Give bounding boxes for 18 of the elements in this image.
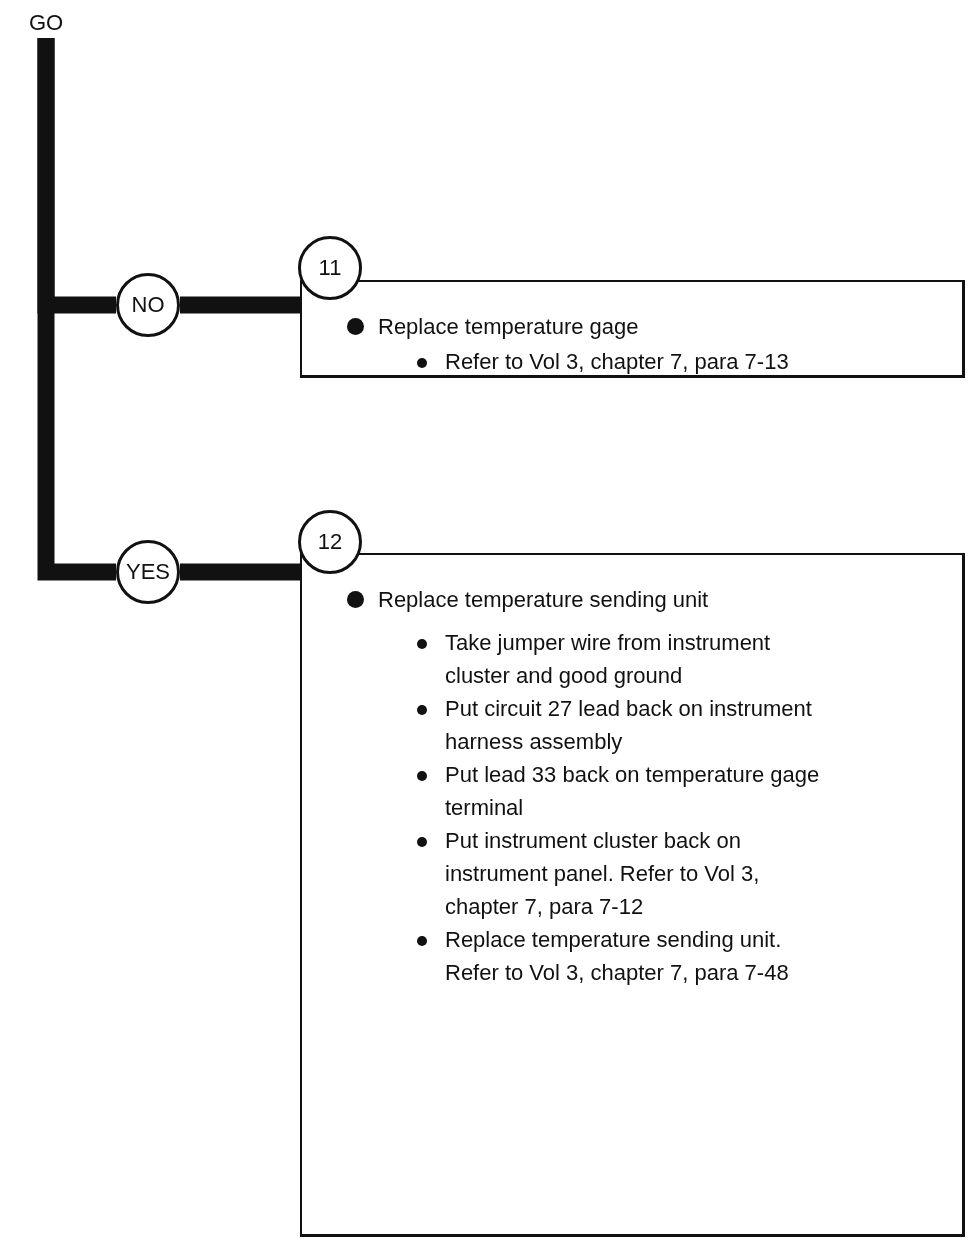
step-text: Put lead 33 back on temperature gage terminal — [445, 761, 821, 822]
step-text: Put instrument cluster back on instrument panel. Refer to Vol 3, chapter 7, para 7-12 — [445, 827, 761, 921]
flow-line — [180, 563, 300, 581]
action-heading: Replace temperature sending unit — [378, 586, 709, 614]
step-text: Put circuit 27 lead back on instrument harness assembly — [445, 695, 813, 756]
step-text: Refer to Vol 3, chapter 7, para 7-13 — [445, 348, 789, 376]
step-circle: NO — [116, 273, 180, 337]
action-box — [300, 553, 965, 1237]
action-heading: Replace temperature gage — [378, 313, 639, 341]
step-text: Replace temperature sending unit. Refer to Vol 3, chapter 7, para 7-48 — [445, 926, 790, 987]
start-label: GO — [18, 8, 74, 38]
step-circle: 11 — [298, 236, 362, 300]
step-text: Take jumper wire from instrument cluster and good ground — [445, 629, 772, 690]
flow-line — [180, 296, 300, 314]
flow-line — [37, 38, 116, 581]
step-circle: 12 — [298, 510, 362, 574]
action-box — [300, 280, 965, 378]
step-circle: YES — [116, 540, 180, 604]
